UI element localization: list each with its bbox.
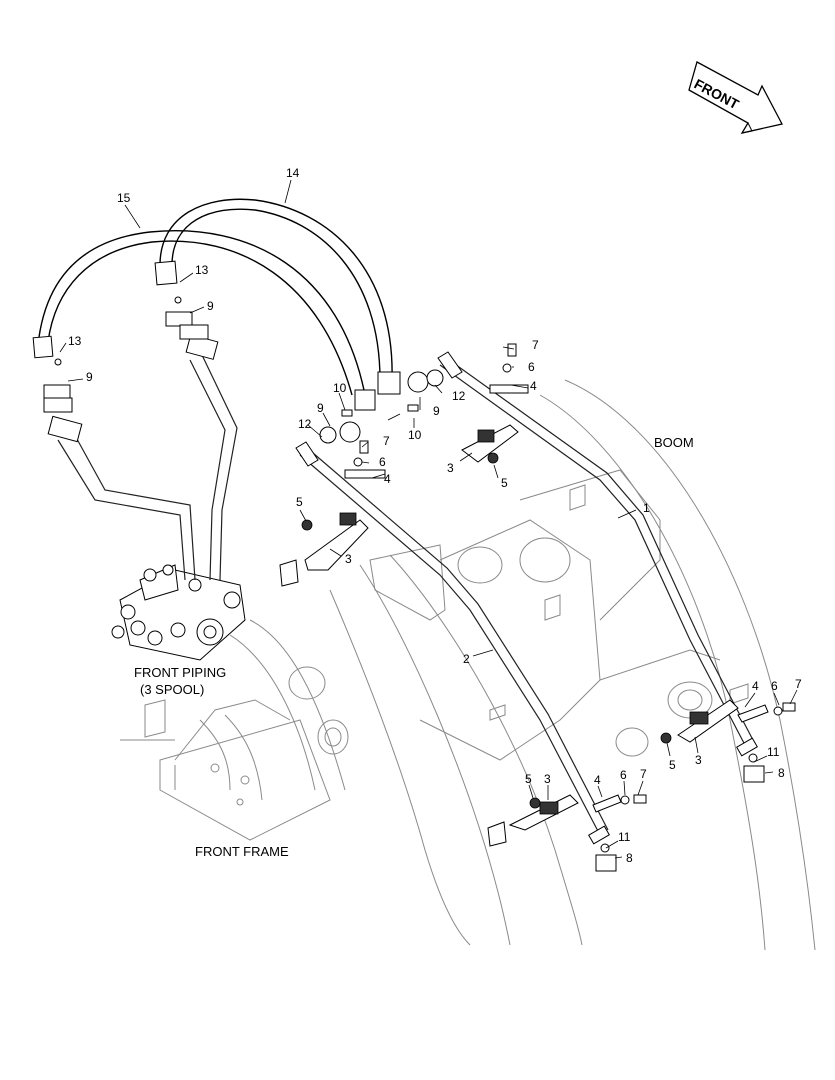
callout-9: 9 [317, 401, 324, 415]
callout-5: 5 [501, 476, 508, 490]
clamp-brackets [279, 384, 769, 847]
front-piping-spool-label: (3 SPOOL) [140, 682, 204, 697]
callout-15: 15 [117, 191, 131, 205]
callout-7: 7 [795, 677, 802, 691]
callout-5: 5 [296, 495, 303, 509]
callout-6: 6 [379, 455, 386, 469]
leader-lines [59, 179, 798, 859]
callout-4: 4 [384, 472, 391, 486]
callout-labels: 15 14 13 9 13 9 7 6 4 12 9 10 10 9 12 7 … [68, 166, 802, 865]
callout-11: 11 [618, 830, 631, 844]
callout-11: 11 [767, 745, 780, 759]
callout-7: 7 [640, 767, 647, 781]
callout-14: 14 [286, 166, 300, 180]
callout-9: 9 [86, 370, 93, 384]
callout-8: 8 [778, 766, 785, 780]
hose-15 [32, 230, 376, 413]
callout-10: 10 [333, 381, 347, 395]
callout-3: 3 [447, 461, 454, 475]
callout-3: 3 [544, 772, 551, 786]
callout-9: 9 [433, 404, 440, 418]
callout-13: 13 [68, 334, 82, 348]
front-frame-label: FRONT FRAME [195, 844, 289, 859]
callout-2: 2 [463, 652, 470, 666]
callout-5: 5 [525, 772, 532, 786]
callout-4: 4 [530, 379, 537, 393]
pipe-1 [437, 351, 765, 783]
callout-12: 12 [452, 389, 466, 403]
boom-outline [329, 379, 816, 951]
callout-12: 12 [298, 417, 312, 431]
callout-9: 9 [207, 299, 214, 313]
callout-6: 6 [528, 360, 535, 374]
boom-label: BOOM [654, 435, 694, 450]
callout-7: 7 [532, 338, 539, 352]
front-piping-label: FRONT PIPING [134, 665, 226, 680]
callout-4: 4 [752, 679, 759, 693]
front-direction-arrow: FRONT [688, 61, 783, 134]
callout-1: 1 [643, 501, 650, 515]
front-frame-outline [120, 619, 349, 841]
callout-10: 10 [408, 428, 422, 442]
callout-6: 6 [771, 679, 778, 693]
callout-3: 3 [695, 753, 702, 767]
small-hardware [54, 296, 796, 853]
callout-8: 8 [626, 851, 633, 865]
callout-3: 3 [345, 552, 352, 566]
callout-6: 6 [620, 768, 627, 782]
hose-14 [154, 198, 401, 395]
valve-piping [47, 334, 238, 581]
pipe-2 [295, 441, 617, 872]
callout-7: 7 [383, 434, 390, 448]
callout-5: 5 [669, 758, 676, 772]
callout-4: 4 [594, 773, 601, 787]
control-valve-block [111, 564, 246, 661]
callout-13: 13 [195, 263, 209, 277]
